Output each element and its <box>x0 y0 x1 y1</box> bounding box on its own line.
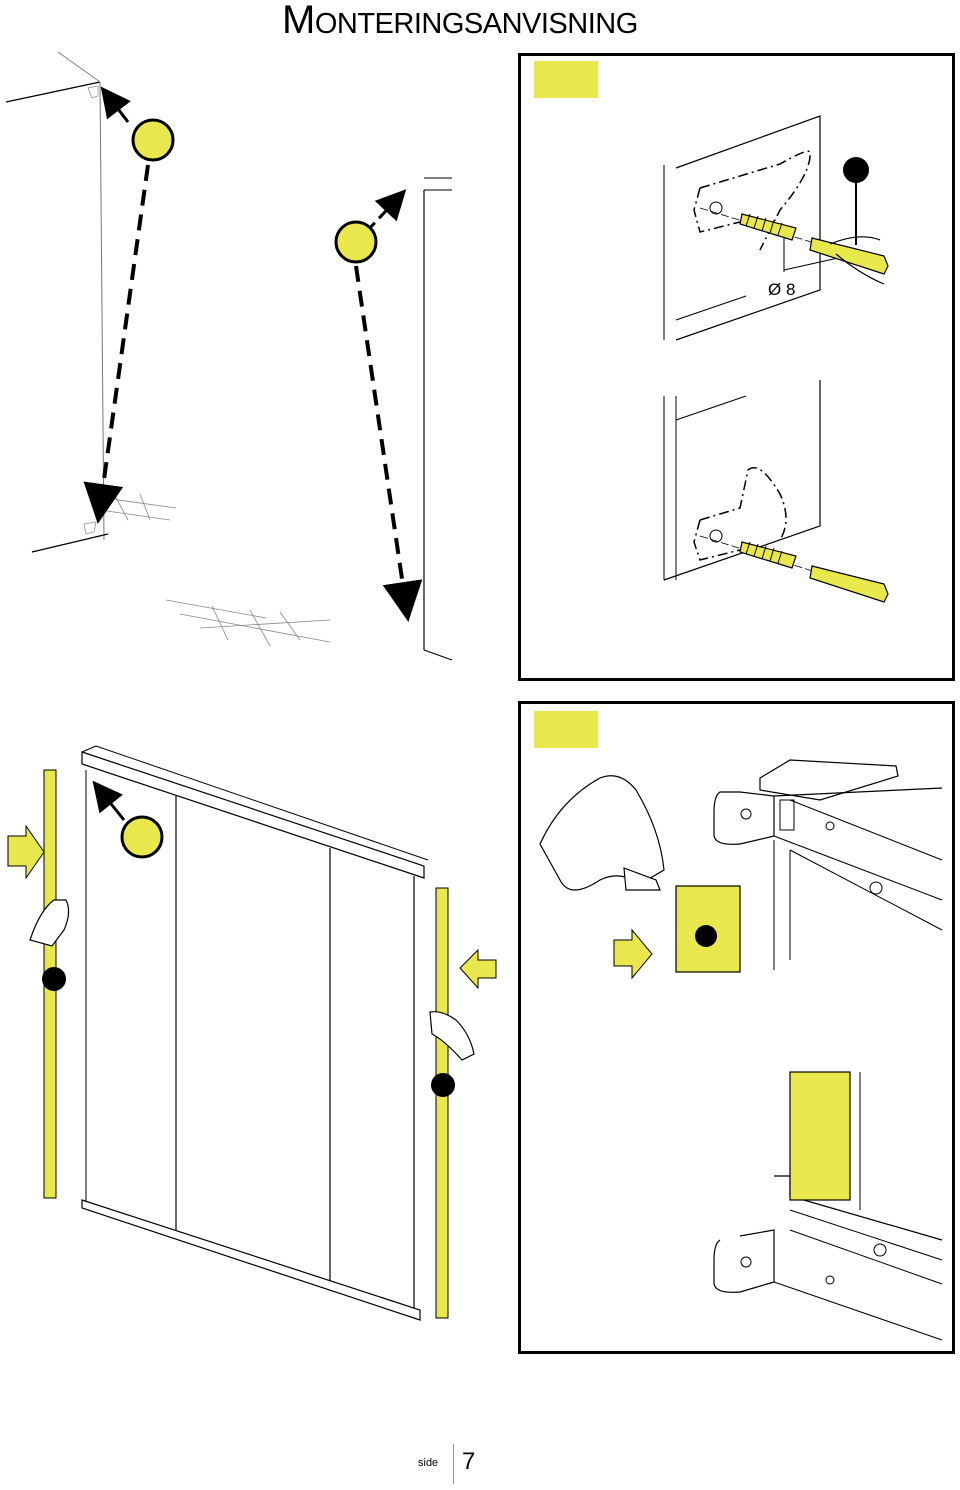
marker-black-2 <box>42 967 66 991</box>
yellow-arrow-icon <box>7 824 45 880</box>
title-initial: M <box>282 0 315 42</box>
page-footer: side 7 <box>418 1444 488 1484</box>
step-tag-top <box>534 61 598 98</box>
yellow-strip-detail <box>789 1071 851 1201</box>
marker-yellow-2 <box>334 220 378 264</box>
footer-divider <box>453 1444 454 1484</box>
wall-plug-icon <box>809 236 889 285</box>
title-rest: onteringsanvisning <box>314 8 638 40</box>
page-label: side <box>418 1457 439 1469</box>
hand-icon <box>539 775 665 891</box>
screw-icon <box>739 213 797 241</box>
hand-icon <box>29 899 70 947</box>
marker-black-4 <box>695 925 717 947</box>
diameter-label: Ø 8 <box>768 280 796 299</box>
step-tag-bottom <box>534 711 598 748</box>
page-number: 7 <box>462 1448 476 1475</box>
marker-yellow-3 <box>120 815 164 859</box>
wardrobe-frame <box>81 745 429 1321</box>
screw-icon <box>739 541 797 569</box>
marker-black-3 <box>431 1073 455 1097</box>
panel-wall-plug-step <box>518 53 955 681</box>
marker-black-1 <box>843 157 869 183</box>
yellow-strip-right <box>435 887 449 1319</box>
clip-detail <box>539 759 943 1341</box>
page-title: Monteringsanvisning <box>282 0 638 44</box>
marker-yellow-1 <box>131 118 175 162</box>
wall-plug-detail <box>663 115 881 593</box>
wall-plug-icon <box>809 565 889 603</box>
yellow-arrow-icon <box>459 948 497 990</box>
wall-measure-scene <box>5 51 453 661</box>
yellow-arrow-icon <box>613 928 653 980</box>
hand-icon <box>429 1011 475 1061</box>
